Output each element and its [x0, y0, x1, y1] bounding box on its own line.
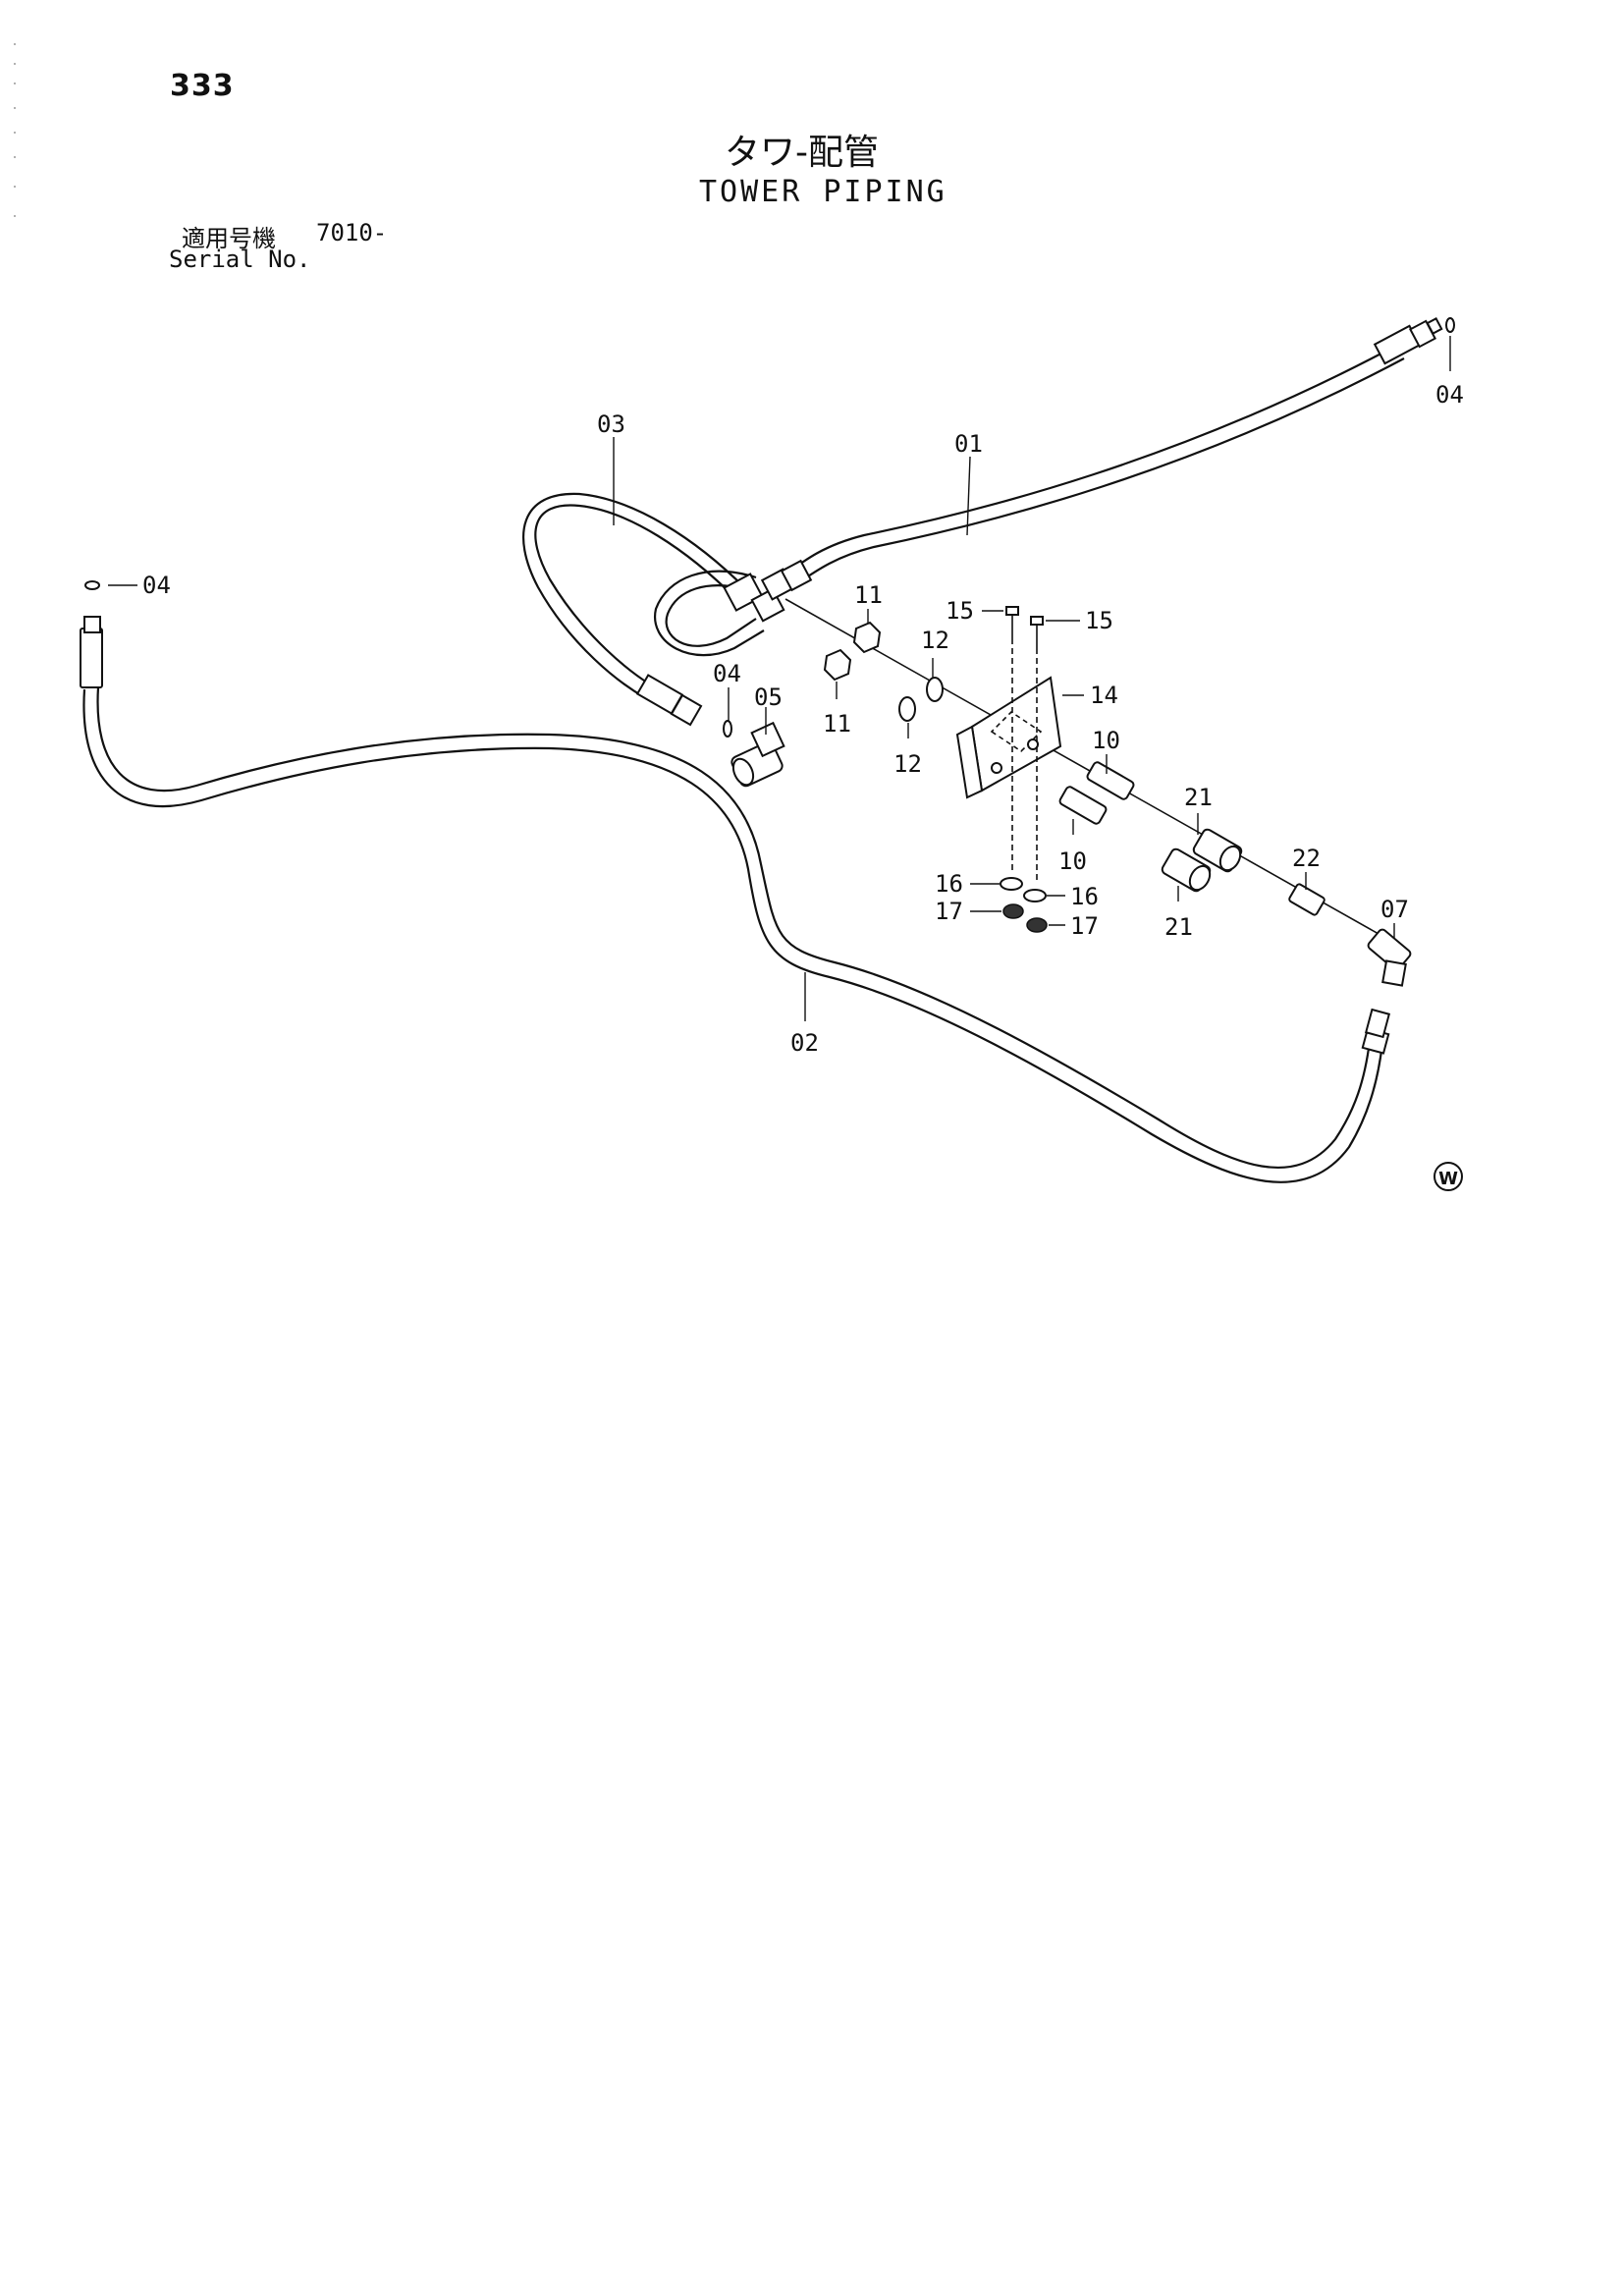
label-part-12-upper: 12 — [921, 627, 949, 654]
label-part-14: 14 — [1090, 682, 1118, 709]
part-04-oring-middle — [723, 720, 732, 738]
part-04-oring-right — [1445, 317, 1455, 333]
label-part-10-upper: 10 — [1092, 727, 1120, 754]
label-part-11-lower: 11 — [823, 710, 851, 738]
label-part-17-right: 17 — [1070, 912, 1099, 940]
label-part-21-upper: 21 — [1184, 784, 1213, 811]
hose-03 — [522, 492, 813, 727]
part-05-elbow — [730, 721, 785, 788]
serial-label-english: Serial No. — [169, 246, 311, 273]
title-english: TOWER PIPING — [699, 175, 947, 209]
part-12-washer-lower — [898, 696, 916, 722]
label-part-12-lower: 12 — [893, 750, 922, 778]
part-21-couplers — [1161, 828, 1243, 893]
hose-02 — [80, 616, 1391, 1183]
part-11-nut-lower — [823, 648, 852, 682]
label-part-04-right: 04 — [1435, 381, 1464, 409]
part-22-nipple — [1288, 883, 1325, 916]
part-14-bracket — [955, 676, 1062, 799]
label-part-05: 05 — [754, 683, 783, 711]
hose-01 — [784, 317, 1443, 587]
label-part-22: 22 — [1292, 845, 1321, 872]
part-04-oring-left — [84, 580, 100, 590]
label-part-04-left: 04 — [142, 572, 171, 599]
part-17-nut-left — [1002, 903, 1024, 919]
part-16-washer-right — [1023, 889, 1047, 902]
circled-w-icon: W — [1434, 1162, 1463, 1191]
label-part-02: 02 — [790, 1029, 819, 1057]
label-part-03: 03 — [597, 410, 625, 438]
label-part-11-upper: 11 — [854, 581, 883, 609]
label-part-21-lower: 21 — [1164, 913, 1193, 941]
margin-marks — [10, 39, 20, 240]
part-12-washer-upper — [926, 677, 944, 702]
part-15-bolts — [1005, 606, 1044, 884]
label-part-15-left: 15 — [946, 597, 974, 625]
label-part-07: 07 — [1380, 896, 1409, 923]
serial-label-japanese: 適用号機 — [182, 225, 276, 252]
label-part-17-left: 17 — [935, 898, 963, 925]
label-part-10-lower: 10 — [1058, 847, 1087, 875]
label-part-01: 01 — [954, 430, 983, 458]
serial-value: 7010- — [316, 219, 388, 246]
svg-text:W: W — [1438, 1169, 1458, 1189]
part-labels: 03 01 04 04 04 05 11 11 12 12 15 15 14 1… — [142, 381, 1464, 1057]
part-11-nut-upper — [852, 621, 882, 654]
page-number: 333 — [170, 69, 235, 103]
part-07-elbow — [1367, 928, 1412, 987]
label-part-15-right: 15 — [1085, 607, 1113, 634]
label-part-04-middle: 04 — [713, 660, 741, 687]
leader-lines — [108, 336, 1451, 1021]
part-17-nut-right — [1026, 917, 1048, 933]
label-part-16-left: 16 — [935, 870, 963, 898]
part-16-washer-left — [1000, 877, 1023, 891]
title-japanese: タワ-配管 — [725, 133, 879, 173]
label-part-16-right: 16 — [1070, 883, 1099, 910]
part-10-adapters — [1058, 761, 1135, 825]
